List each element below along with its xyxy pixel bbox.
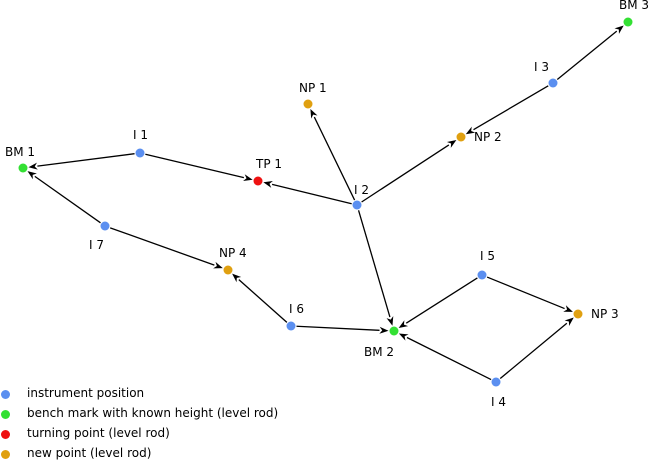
turning-point-dot-icon [1, 430, 10, 439]
edge-line [238, 279, 288, 323]
node-label-i6: I 6 [289, 302, 304, 316]
edge-line [271, 183, 352, 205]
arrowhead-icon [398, 320, 409, 329]
edge-i2-to-np2 [361, 140, 457, 203]
edge-i2-to-bm2 [357, 210, 394, 326]
node-label-i5: I 5 [480, 249, 495, 263]
edge-i6-to-np4 [232, 273, 288, 323]
arrowhead-icon [398, 333, 409, 341]
instrument-dot-icon [1, 390, 10, 399]
arrowhead-icon [263, 181, 273, 188]
node-label-np2: NP 2 [474, 130, 502, 144]
edge-line [296, 325, 380, 331]
node-np4 [223, 265, 233, 275]
edge-line [499, 322, 568, 379]
node-label-i2: I 2 [354, 183, 369, 197]
arrowhead-icon [232, 273, 242, 283]
node-tp1 [253, 176, 263, 186]
node-label-np1: NP 1 [299, 81, 327, 95]
edges-layer [27, 25, 624, 381]
arrowhead-icon [379, 326, 389, 334]
node-np1 [303, 99, 313, 109]
arrowhead-icon [27, 171, 37, 180]
edge-i3-to-bm3 [556, 25, 624, 81]
legend-label-benchmark: bench mark with known height (level rod) [27, 406, 279, 420]
edge-i2-to-tp1 [263, 181, 352, 205]
node-np3 [573, 309, 583, 319]
labels-layer: BM 1 I 1 TP 1 NP 1 I 2 NP 2 I 3 BM 3 I 7 NP 4 I 6 B… [5, 0, 649, 409]
edge-line [406, 336, 492, 381]
edge-line [109, 227, 215, 266]
node-label-np4: NP 4 [219, 246, 247, 260]
edge-i3-to-np2 [465, 85, 549, 135]
new-point-dot-icon [1, 450, 10, 459]
edge-i6-to-bm2 [296, 325, 389, 334]
benchmark-dot-icon [1, 410, 10, 419]
edge-i4-to-np3 [499, 317, 574, 379]
edge-line [313, 116, 356, 201]
node-label-np3: NP 3 [591, 307, 619, 321]
node-np2 [456, 132, 466, 142]
arrowhead-icon [213, 261, 223, 269]
node-i6 [286, 321, 296, 331]
leveling-network-diagram: BM 1 I 1 TP 1 NP 1 I 2 NP 2 I 3 BM 3 I 7 NP 4 I 6 B… [5, 0, 649, 409]
edge-line [357, 210, 391, 318]
node-label-tp1: TP 1 [255, 157, 282, 171]
legend-label-turning-point: turning point (level rod) [27, 426, 170, 440]
node-i5 [477, 270, 487, 280]
node-bm1 [18, 163, 28, 173]
edge-line [34, 175, 101, 224]
edge-i7-to-np4 [109, 227, 223, 269]
legend-item-instrument: instrument position [0, 385, 320, 405]
edge-i2-to-np1 [310, 108, 356, 201]
legend-label-new-point: new point (level rod) [27, 446, 152, 460]
node-bm2 [389, 326, 399, 336]
arrowhead-icon [243, 174, 253, 182]
node-label-i1: I 1 [133, 128, 148, 142]
node-label-bm2: BM 2 [364, 345, 394, 359]
arrowhead-icon [563, 305, 573, 312]
node-label-bm3: BM 3 [619, 0, 649, 12]
arrowhead-icon [28, 162, 38, 170]
nodes-layer [18, 17, 633, 387]
edge-line [556, 30, 618, 81]
edge-i4-to-bm2 [398, 333, 492, 381]
edge-i7-to-bm1 [27, 171, 101, 224]
node-i3 [548, 78, 558, 88]
node-bm3 [623, 17, 633, 27]
node-i7 [100, 221, 110, 231]
node-i1 [135, 148, 145, 158]
edge-line [37, 153, 135, 167]
legend-item-new-point: new point (level rod) [0, 445, 320, 465]
node-label-bm1: BM 1 [5, 145, 35, 159]
arrowhead-icon [446, 140, 457, 148]
node-label-i4: I 4 [491, 395, 506, 409]
edge-line [405, 277, 478, 324]
legend-item-turning-point: turning point (level rod) [0, 425, 320, 445]
edge-line [486, 276, 565, 310]
edge-line [145, 153, 245, 179]
arrowhead-icon [614, 25, 624, 34]
edge-line [473, 85, 549, 131]
arrowhead-icon [465, 126, 476, 135]
node-label-i7: I 7 [89, 238, 104, 252]
arrowhead-icon [386, 316, 394, 326]
edge-i1-to-tp1 [145, 153, 253, 182]
edge-i5-to-bm2 [398, 277, 478, 329]
edge-i5-to-np3 [486, 276, 573, 312]
node-label-i3: I 3 [534, 60, 549, 74]
arrowhead-icon [564, 317, 574, 326]
node-i4 [491, 377, 501, 387]
legend-item-benchmark: bench mark with known height (level rod) [0, 405, 320, 425]
edge-i1-to-bm1 [28, 153, 135, 170]
legend-label-instrument: instrument position [27, 386, 145, 400]
arrowhead-icon [310, 108, 318, 119]
edge-line [361, 144, 450, 203]
node-i2 [352, 200, 362, 210]
